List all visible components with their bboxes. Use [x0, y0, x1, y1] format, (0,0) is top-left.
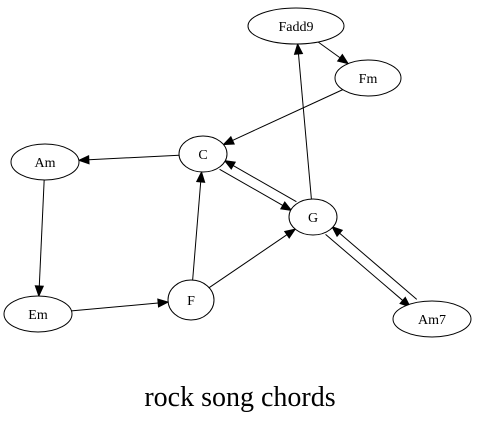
edge-line [325, 233, 403, 301]
arrowhead-icon [279, 201, 293, 212]
arrowhead-icon [157, 298, 170, 308]
edge-line [219, 168, 284, 206]
edge-line [88, 154, 180, 161]
arrowhead-icon [77, 155, 90, 165]
arrowhead-icon [336, 53, 350, 65]
edge-am-to-em [34, 179, 45, 298]
arrowhead-icon [331, 225, 344, 238]
node-label: Em [28, 308, 48, 323]
node-label: C [198, 148, 207, 163]
node-ellipse [178, 135, 228, 173]
node-ellipse [392, 300, 472, 338]
edge-line [297, 53, 312, 200]
node-g: G [288, 198, 338, 236]
arrowhead-icon [222, 135, 235, 146]
node-ellipse [3, 295, 73, 333]
edge-line [339, 232, 418, 300]
node-am7: Am7 [392, 300, 472, 338]
node-c: C [178, 135, 228, 173]
node-label: Fm [359, 72, 378, 87]
edge-f-to-g [208, 228, 297, 289]
node-ellipse [247, 7, 345, 45]
node-ellipse [334, 59, 402, 97]
edge-am7-to-g [331, 225, 418, 300]
graph-title: rock song chords [144, 382, 335, 413]
node-ellipse [288, 198, 338, 236]
edge-c-to-g [219, 168, 293, 212]
node-f: F [167, 279, 215, 321]
node-ellipse [10, 143, 80, 181]
edge-line [232, 89, 343, 141]
edge-g-to-c [223, 159, 297, 203]
edge-line [38, 179, 45, 287]
edge-line [192, 181, 202, 281]
edge-fadd9-to-fm [317, 41, 350, 65]
arrowhead-icon [195, 170, 206, 183]
edge-c-to-am [77, 154, 180, 165]
node-ellipse [167, 279, 215, 321]
node-label: Am7 [418, 313, 446, 328]
edge-line [208, 234, 288, 289]
node-fadd9: Fadd9 [247, 7, 345, 45]
edges-layer [34, 41, 418, 312]
edge-f-to-c [192, 170, 206, 281]
node-fm: Fm [334, 59, 402, 97]
edge-em-to-f [71, 298, 170, 312]
edge-line [71, 302, 159, 312]
arrowhead-icon [293, 42, 304, 55]
node-am: Am [10, 143, 80, 181]
node-label: Fadd9 [279, 20, 314, 35]
edge-g-to-am7 [325, 233, 412, 308]
edge-g-to-fadd9 [293, 42, 312, 200]
node-em: Em [3, 295, 73, 333]
arrowhead-icon [34, 285, 45, 298]
edge-fm-to-c [222, 89, 343, 146]
node-label: Am [35, 156, 56, 171]
node-label: G [308, 211, 318, 226]
arrowhead-icon [223, 159, 237, 170]
node-label: F [187, 294, 195, 309]
arrowhead-icon [283, 228, 297, 239]
edge-line [317, 41, 341, 59]
edge-line [232, 165, 297, 203]
